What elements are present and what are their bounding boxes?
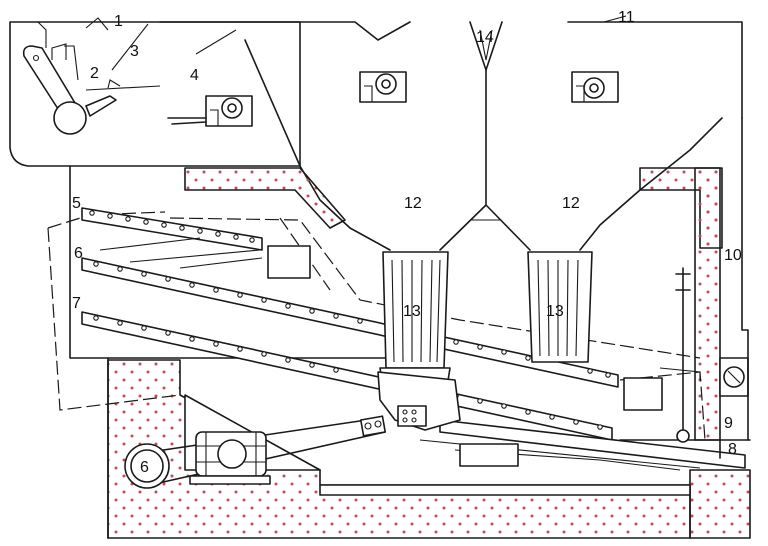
leader-1-line bbox=[85, 17, 109, 31]
feed-box bbox=[267, 245, 311, 279]
fan-right bbox=[571, 71, 619, 103]
fan-middle bbox=[359, 71, 407, 103]
label-12-right: 12 bbox=[562, 195, 580, 212]
leader-14-line bbox=[479, 29, 493, 61]
lever-arm bbox=[22, 43, 121, 135]
drive-motor bbox=[189, 431, 271, 485]
leader-2-line bbox=[85, 85, 161, 91]
screen-body-left-panel bbox=[69, 165, 109, 539]
coupling bbox=[359, 415, 387, 437]
upper-housing-outline bbox=[9, 21, 301, 167]
tension-rod bbox=[675, 267, 691, 433]
label-12-left: 12 bbox=[404, 195, 422, 212]
label-13-right: 13 bbox=[546, 303, 564, 320]
label-6-motor: 6 bbox=[140, 459, 149, 476]
deck-5-holes bbox=[89, 210, 255, 243]
right-outer-edge bbox=[719, 117, 749, 459]
label-13-left: 13 bbox=[403, 303, 421, 320]
label-11: 11 bbox=[618, 9, 635, 26]
leader-4-line bbox=[195, 29, 237, 55]
tray-bracket bbox=[459, 443, 519, 467]
label-9: 9 bbox=[724, 415, 733, 432]
label-14: 14 bbox=[476, 29, 494, 46]
discharge-tray bbox=[439, 419, 746, 469]
right-column-frame bbox=[694, 167, 721, 441]
side-box bbox=[623, 377, 663, 411]
fan-left bbox=[167, 95, 253, 127]
side-vibrator bbox=[719, 357, 749, 397]
upper-left-frame bbox=[184, 167, 346, 229]
screen-deck-5 bbox=[81, 207, 263, 251]
tension-weight bbox=[676, 429, 690, 443]
top-left-notch bbox=[37, 21, 79, 81]
dust-hood-right bbox=[527, 251, 593, 363]
label-5: 5 bbox=[72, 195, 81, 212]
label-1: 1 bbox=[114, 13, 123, 30]
rod-bracket bbox=[659, 367, 701, 380]
label-4: 4 bbox=[190, 67, 199, 84]
label-7: 7 bbox=[72, 295, 81, 312]
drive-plate bbox=[397, 405, 427, 427]
label-10: 10 bbox=[724, 247, 742, 264]
base-frame-top-cut bbox=[319, 484, 691, 496]
hopper-divider bbox=[439, 69, 531, 251]
leader-11-line bbox=[603, 15, 627, 23]
motor-pulley bbox=[124, 443, 170, 489]
feed-guides bbox=[99, 237, 263, 269]
right-lower-frame bbox=[689, 469, 751, 539]
label-8: 8 bbox=[728, 441, 737, 458]
label-2: 2 bbox=[90, 65, 99, 82]
label-6-screen: 6 bbox=[74, 245, 83, 262]
leader-3-line bbox=[111, 23, 149, 71]
label-3: 3 bbox=[130, 43, 139, 60]
